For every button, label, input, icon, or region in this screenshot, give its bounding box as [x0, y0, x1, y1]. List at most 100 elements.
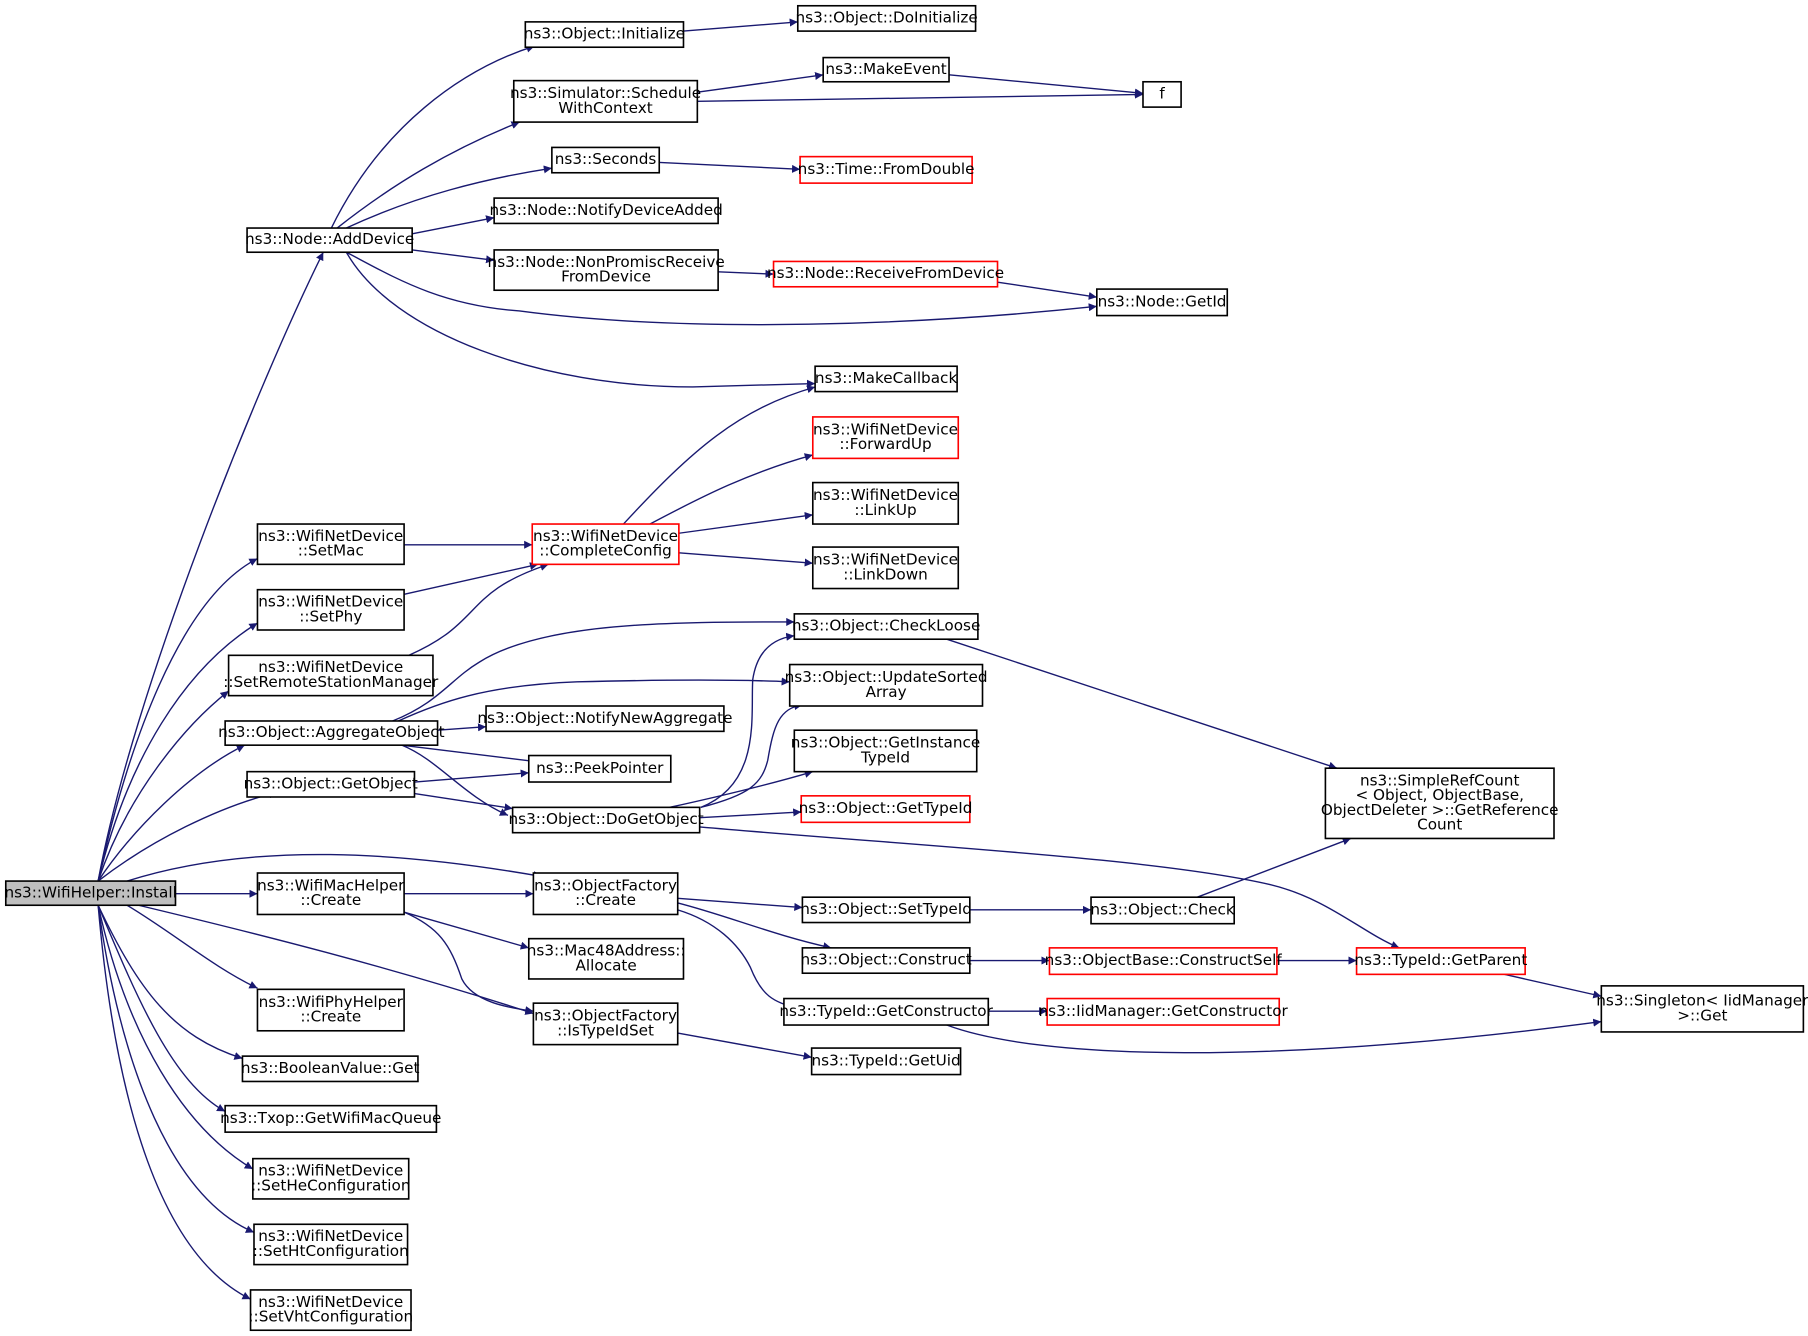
edges-layer: [97, 18, 1602, 1300]
node-getuid[interactable]: ns3::TypeId::GetUid: [810, 1047, 962, 1076]
node-checkloose[interactable]: ns3::Object::CheckLoose: [792, 613, 981, 641]
node-label: TypeId: [860, 748, 910, 766]
node-box: [532, 872, 679, 916]
node-gettypeid[interactable]: ns3::Object::GetTypeId: [799, 795, 973, 824]
node-label: FromDevice: [561, 268, 651, 286]
node-box: [253, 1223, 409, 1266]
node-label: ns3::PeekPointer: [536, 759, 664, 777]
node-label: ns3::Simulator::Schedule: [510, 84, 701, 102]
node-label: ns3::Object::GetInstance: [791, 734, 980, 752]
node-adddevice[interactable]: ns3::Node::AddDevice: [245, 227, 414, 254]
edge-install-to-aggregate: [97, 744, 246, 882]
edge-dogetobject-to-updatesorted: [700, 702, 803, 809]
node-box: [800, 795, 971, 824]
node-istypeidset[interactable]: ns3::ObjectFactory::IsTypeIdSet: [532, 1002, 679, 1046]
node-linkdown[interactable]: ns3::WifiNetDevice::LinkDown: [811, 546, 960, 590]
edge-schedule-to-makeevent: [697, 71, 824, 93]
edge-aggregate-to-updatesorted: [398, 677, 790, 722]
edge-objectfactory-to-settypeid: [677, 897, 803, 911]
node-objectfactory[interactable]: ns3::ObjectFactory::Create: [532, 872, 679, 916]
node-dogetobject[interactable]: ns3::Object::DoGetObject: [508, 806, 704, 834]
node-box: [551, 146, 661, 174]
node-simplerefcount[interactable]: ns3::SimpleRefCount< Object, ObjectBase,…: [1321, 767, 1559, 840]
node-iidgetconstructor[interactable]: ns3::IidManager::GetConstructor: [1039, 997, 1289, 1026]
node-setht[interactable]: ns3::WifiNetDevice::SetHtConfiguration: [253, 1223, 409, 1266]
node-booleanvalue[interactable]: ns3::BooleanValue::Get: [241, 1055, 420, 1083]
node-label: ns3::Object::GetObject: [244, 774, 418, 792]
node-linkup[interactable]: ns3::WifiNetDevice::LinkUp: [811, 481, 960, 525]
node-f[interactable]: f: [1142, 80, 1182, 108]
node-setphy[interactable]: ns3::WifiNetDevice::SetPhy: [256, 588, 405, 631]
node-label: ns3::Singleton< IidManager: [1596, 992, 1808, 1010]
node-label: ns3::Object::CheckLoose: [792, 617, 981, 635]
node-makecallback[interactable]: ns3::MakeCallback: [814, 365, 958, 393]
node-label: ns3::WifiNetDevice: [813, 420, 958, 438]
node-box: [227, 654, 434, 697]
node-aggregate[interactable]: ns3::Object::AggregateObject: [218, 720, 445, 746]
edge-install-to-wifiphyhelper: [126, 904, 258, 989]
node-label: ns3::MakeCallback: [815, 369, 958, 387]
edge-install-to-txop: [97, 904, 226, 1113]
edge-adddevice-to-makecallback: [345, 251, 816, 388]
node-box: [532, 1002, 679, 1046]
edge-completeconfig-to-linkup: [678, 511, 813, 534]
node-getobject[interactable]: ns3::Object::GetObject: [244, 770, 418, 798]
node-completeconfig[interactable]: ns3::WifiNetDevice::CompleteConfig: [531, 523, 680, 566]
node-mac48[interactable]: ns3::Mac48Address::Allocate: [527, 937, 686, 980]
node-check[interactable]: ns3::Object::Check: [1090, 896, 1236, 925]
node-setremote[interactable]: ns3::WifiNetDevice::SetRemoteStationMana…: [223, 654, 439, 697]
node-doinitialize[interactable]: ns3::Object::DoInitialize: [796, 4, 978, 32]
node-box: [224, 720, 439, 746]
node-forwardup[interactable]: ns3::WifiNetDevice::ForwardUp: [811, 416, 960, 460]
node-label: ns3::Object::DoGetObject: [508, 810, 703, 828]
node-makeevent[interactable]: ns3::MakeEvent: [822, 56, 950, 83]
node-txop[interactable]: ns3::Txop::GetWifiMacQueue: [220, 1104, 441, 1133]
node-getid[interactable]: ns3::Node::GetId: [1095, 288, 1229, 317]
edge-adddevice-to-initialize: [330, 44, 535, 229]
node-label: ::SetRemoteStationManager: [223, 673, 439, 691]
edge-checkloose-to-simplerefcount: [946, 638, 1338, 770]
node-peekpointer[interactable]: ns3::PeekPointer: [527, 754, 672, 783]
node-label: ns3::TypeId::GetUid: [811, 1051, 960, 1069]
edge-objectfactory-to-construct: [677, 902, 832, 951]
edge-aggregate-to-dogetobject: [401, 744, 509, 817]
node-notifydeviceadded[interactable]: ns3::Node::NotifyDeviceAdded: [489, 197, 723, 225]
node-setvht[interactable]: ns3::WifiNetDevice::SetVhtConfiguration: [248, 1289, 413, 1332]
node-notifynewaggregate[interactable]: ns3::Object::NotifyNewAggregate: [477, 705, 733, 733]
node-label: ::Create: [575, 891, 636, 909]
node-setmac[interactable]: ns3::WifiNetDevice::SetMac: [256, 523, 405, 566]
node-box: [814, 365, 958, 393]
edge-seconds-to-fromdouble: [659, 161, 801, 173]
edge-receivefromdevice-to-getid: [997, 281, 1097, 300]
node-constructself[interactable]: ns3::ObjectBase::ConstructSelf: [1045, 947, 1283, 976]
node-label: ns3::Node::NotifyDeviceAdded: [489, 201, 722, 219]
node-box: [493, 197, 719, 225]
node-box: [224, 1104, 438, 1133]
node-getconstructor[interactable]: ns3::TypeId::GetConstructor: [779, 997, 994, 1026]
node-initialize[interactable]: ns3::Object::Initialize: [524, 21, 685, 49]
edge-getconstructor-to-singleton: [946, 1018, 1602, 1054]
node-getparent[interactable]: ns3::TypeId::GetParent: [1354, 947, 1527, 976]
node-sethe[interactable]: ns3::WifiNetDevice::SetHeConfiguration: [251, 1157, 411, 1200]
node-wifiphyhelper[interactable]: ns3::WifiPhyHelper::Create: [256, 988, 405, 1032]
node-construct[interactable]: ns3::Object::Construct: [800, 947, 972, 975]
node-label: ns3::Node::AddDevice: [245, 230, 414, 248]
node-label: ns3::MakeEvent: [825, 60, 946, 78]
edge-completeconfig-to-makecallback: [622, 385, 816, 525]
node-fromdouble[interactable]: ns3::Time::FromDouble: [798, 155, 975, 184]
node-label: ns3::Object::Construct: [800, 951, 971, 969]
node-settypeid[interactable]: ns3::Object::SetTypeId: [800, 896, 972, 924]
node-receivefromdevice[interactable]: ns3::Node::ReceiveFromDevice: [767, 260, 1004, 288]
node-seconds[interactable]: ns3::Seconds: [551, 146, 661, 174]
edge-dogetobject-to-gettypeid: [699, 808, 802, 819]
edge-install-to-objectfactory: [126, 853, 542, 882]
node-install[interactable]: ns3::WifiHelper::Install: [4, 880, 177, 907]
node-label: ::IsTypeIdSet: [557, 1021, 654, 1039]
node-singleton[interactable]: ns3::Singleton< IidManager>::Get: [1596, 985, 1808, 1033]
node-label: ns3::TypeId::GetConstructor: [779, 1002, 993, 1020]
node-wifimachelper[interactable]: ns3::WifiMacHelper::Create: [256, 872, 405, 916]
